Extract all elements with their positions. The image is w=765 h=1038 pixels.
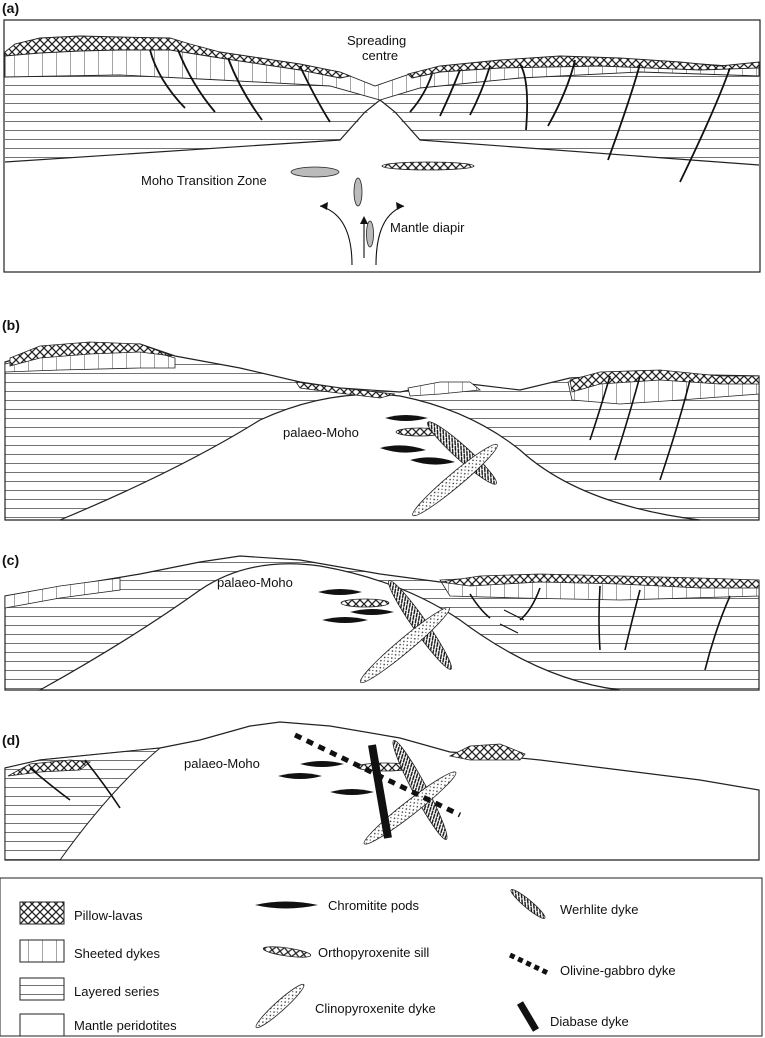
panel-a: (a) <box>2 0 761 273</box>
sheeted-dykes-label: Sheeted dykes <box>74 946 161 961</box>
shear-arrows-c <box>499 609 525 634</box>
chromitite-pod-d3 <box>330 789 374 795</box>
intrusions-c <box>318 580 452 684</box>
clinopyroxenite-dyke-c <box>359 606 451 684</box>
faults-a <box>149 49 731 183</box>
werhlite-label: Werhlite dyke <box>560 902 639 917</box>
panel-b: (b) palaeo-Moho <box>2 317 760 521</box>
mantle-dome-c <box>37 563 621 691</box>
sill-a <box>381 161 475 171</box>
sheeted-b-mid <box>407 381 482 397</box>
mtz-label: Moho Transition Zone <box>141 173 267 188</box>
panel-c-label: (c) <box>2 552 19 568</box>
spreading-label-2: centre <box>362 48 398 63</box>
diabase-swatch <box>516 1001 540 1032</box>
mantle-peridotites-swatch <box>19 1013 65 1037</box>
pillow-lavas-swatch <box>19 901 65 925</box>
sheeted-c-left <box>4 577 121 609</box>
pillow-lavas-a-left <box>4 35 352 79</box>
panel-b-label: (b) <box>2 317 20 333</box>
chromitite-pod-c2 <box>322 617 368 623</box>
mtz-lens-a2 <box>353 177 363 207</box>
pillow-d-right <box>448 743 526 761</box>
clinopyroxenite-swatch <box>255 983 305 1029</box>
intrusions-b <box>380 415 498 517</box>
layered-series-swatch <box>19 977 65 1001</box>
orthopyroxenite-swatch <box>262 946 312 958</box>
intrusions-d <box>278 732 462 845</box>
chromitite-pod-b2 <box>380 445 426 453</box>
chromitite-pod-d1 <box>278 773 322 779</box>
spreading-label-1: Spreading <box>347 33 406 48</box>
chromitite-pod-b3 <box>410 457 455 465</box>
chromitite-pod-c1 <box>318 589 362 595</box>
panel-d-label: (d) <box>2 732 20 748</box>
chromitite-pod-d2 <box>300 761 344 767</box>
clinopyroxenite-label: Clinopyroxenite dyke <box>315 1001 436 1016</box>
mantle-dome-b <box>59 393 701 521</box>
panel-a-label: (a) <box>2 0 19 16</box>
palaeo-moho-label-c: palaeo-Moho <box>217 575 293 590</box>
chromitite-swatch <box>255 901 318 909</box>
faults-b <box>589 375 691 481</box>
layered-series-a <box>5 66 759 165</box>
pillow-lavas-label: Pillow-lavas <box>74 908 143 923</box>
mantle-peridotites-label: Mantle peridotites <box>74 1018 177 1033</box>
clinopyroxenite-dyke-b <box>412 443 498 517</box>
layered-series-d <box>4 747 162 861</box>
layered-series-label: Layered series <box>74 984 160 999</box>
chromitite-pod-b1 <box>385 415 428 421</box>
diabase-dyke-d <box>368 744 392 839</box>
mtz-lens-a3 <box>366 220 374 248</box>
pillow-d-left <box>7 759 92 777</box>
olivine-gabbro-swatch <box>508 952 552 977</box>
panel-d: (d) palaeo-Moho <box>2 721 760 861</box>
orthopyroxenite-label: Orthopyroxenite sill <box>318 945 429 960</box>
pillow-b-right <box>569 369 760 393</box>
pillow-c-right <box>439 573 760 589</box>
diabase-label: Diabase dyke <box>550 1014 629 1029</box>
werhlite-dyke-b <box>427 421 497 485</box>
chromitite-pod-c3 <box>350 609 394 615</box>
legend-frame <box>0 877 763 1037</box>
olivine-gabbro-label: Olivine-gabbro dyke <box>560 963 676 978</box>
panel-c: (c) palaeo-Moho <box>2 552 760 691</box>
pillow-b-mid <box>295 381 396 399</box>
legend: Pillow-lavas Sheeted dykes Layered serie… <box>0 877 763 1037</box>
orthopyroxenite-sill-c <box>340 598 390 608</box>
palaeo-moho-label-d: palaeo-Moho <box>184 756 260 771</box>
chromitite-label: Chromitite pods <box>328 898 420 913</box>
diapir-label: Mantle diapir <box>390 220 465 235</box>
sheeted-dykes-swatch <box>19 939 65 963</box>
diapir-arrowheads <box>320 202 404 224</box>
faults-c <box>469 585 731 671</box>
werhlite-swatch <box>510 889 546 919</box>
pillow-b-left <box>9 341 173 367</box>
faults-d <box>29 759 121 809</box>
mtz-lens-a1 <box>290 166 340 178</box>
palaeo-moho-label-b: palaeo-Moho <box>283 425 359 440</box>
